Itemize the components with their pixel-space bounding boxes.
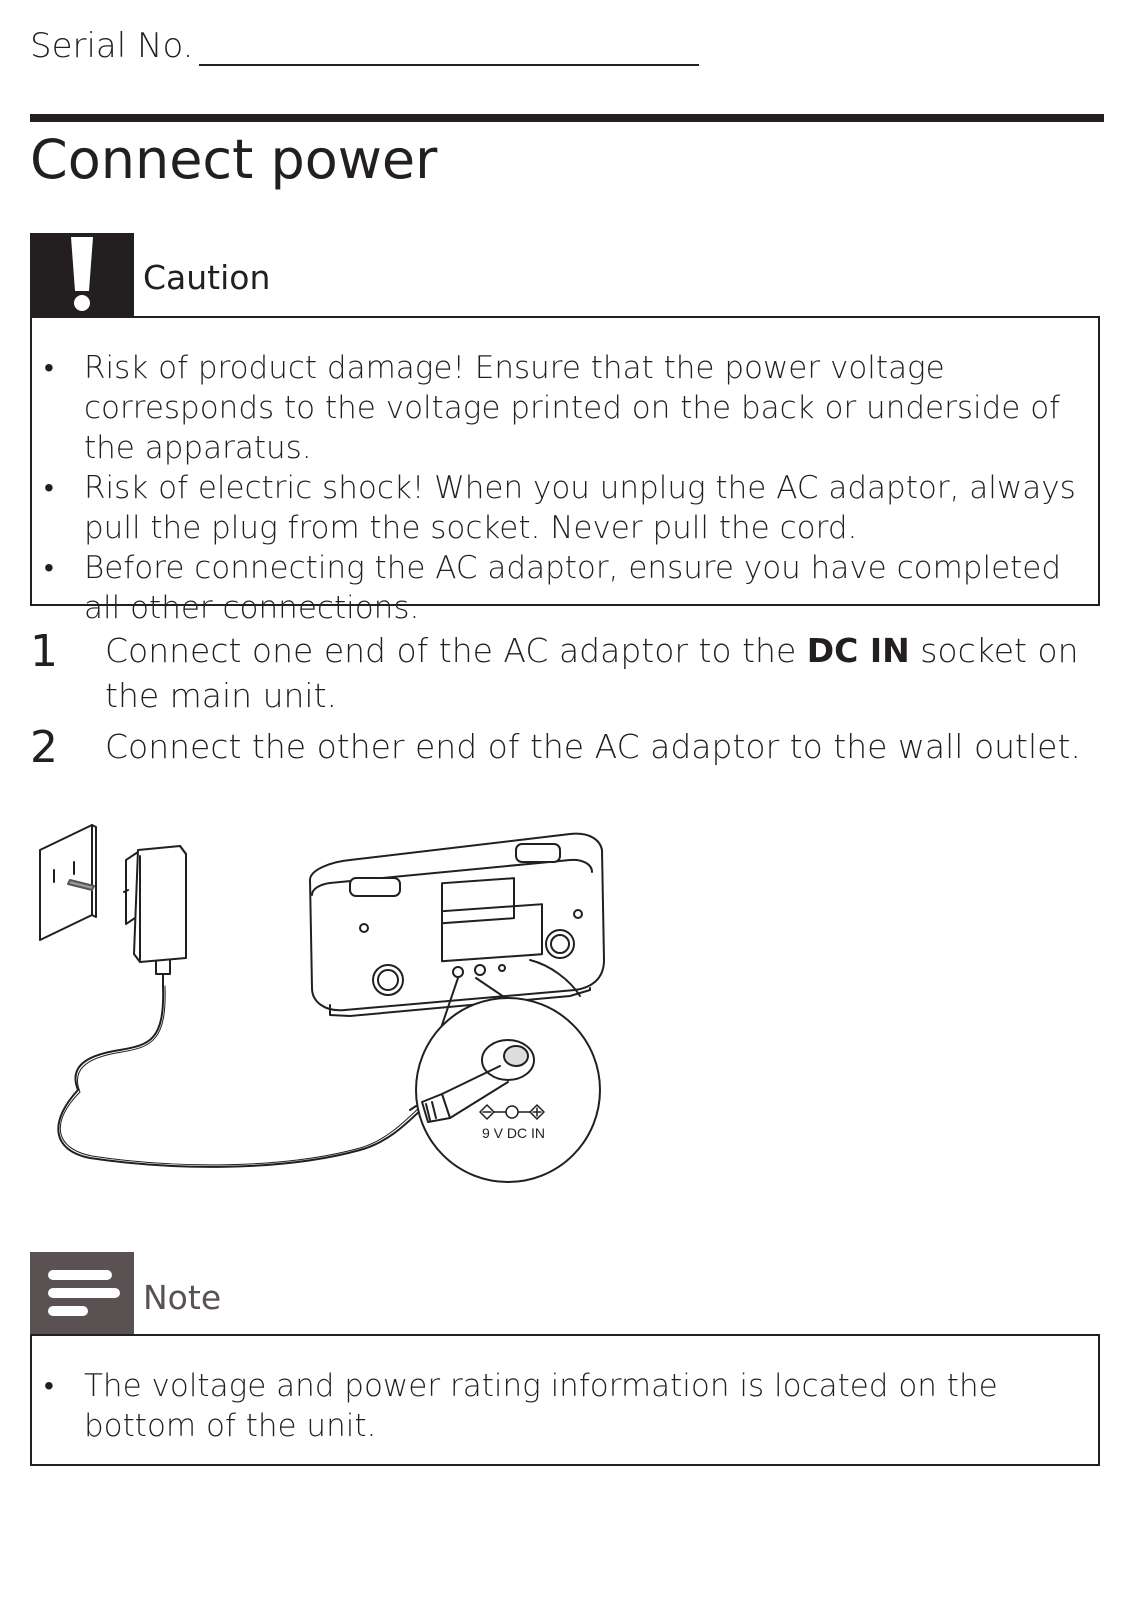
step-text: Connect the other end of the AC adaptor … — [105, 727, 1081, 766]
dc-polarity-icon — [479, 1104, 545, 1120]
dc-in-label: 9 V DC IN — [482, 1125, 545, 1141]
note-icon-tab — [30, 1252, 134, 1336]
exclamation-icon — [71, 237, 93, 311]
step-text-part: Connect one end of the AC adaptor to the — [105, 631, 807, 670]
serial-number-blank-line — [199, 34, 700, 66]
page-title: Connect power — [30, 128, 438, 191]
step-number: 1 — [30, 626, 58, 677]
caution-label: Caution — [143, 258, 271, 297]
adaptor-connection-diagram: 9 V DC IN — [39, 824, 605, 1183]
serial-number-label: Serial No. — [30, 26, 194, 66]
caution-icon-tab — [30, 233, 134, 317]
power-cable — [57, 985, 426, 1168]
caution-box: Risk of product damage! Ensure that the … — [30, 316, 1100, 626]
connection-illustration: 9 V DC IN — [30, 820, 670, 1200]
radio-unit-icon — [309, 832, 605, 1017]
step-number: 2 — [30, 722, 58, 773]
note-lines-icon — [48, 1270, 120, 1316]
step-text-part: socket on the main unit. — [105, 631, 1079, 715]
note-label: Note — [143, 1278, 222, 1317]
caution-item: Risk of electric shock! When you unplug … — [32, 468, 1078, 548]
caution-list: Risk of product damage! Ensure that the … — [32, 348, 1078, 628]
dc-in-zoom-callout — [409, 977, 601, 1183]
note-item: The voltage and power rating information… — [32, 1366, 1078, 1446]
caution-item: Risk of product damage! Ensure that the … — [32, 348, 1078, 468]
serial-number-field: Serial No. — [30, 26, 700, 66]
wall-socket-icon — [39, 824, 97, 941]
section-rule — [30, 114, 1104, 122]
note-list: The voltage and power rating information… — [32, 1366, 1078, 1446]
note-box: The voltage and power rating information… — [30, 1334, 1100, 1466]
step-1: 1 Connect one end of the AC adaptor to t… — [30, 628, 1100, 718]
caution-item: Before connecting the AC adaptor, ensure… — [32, 548, 1078, 628]
dc-in-term: DC IN — [806, 631, 910, 670]
ac-adaptor-icon — [123, 845, 187, 987]
step-text: Connect one end of the AC adaptor to the… — [105, 628, 1100, 718]
instruction-steps: 1 Connect one end of the AC adaptor to t… — [30, 628, 1100, 778]
step-2: 2 Connect the other end of the AC adapto… — [30, 724, 1100, 772]
